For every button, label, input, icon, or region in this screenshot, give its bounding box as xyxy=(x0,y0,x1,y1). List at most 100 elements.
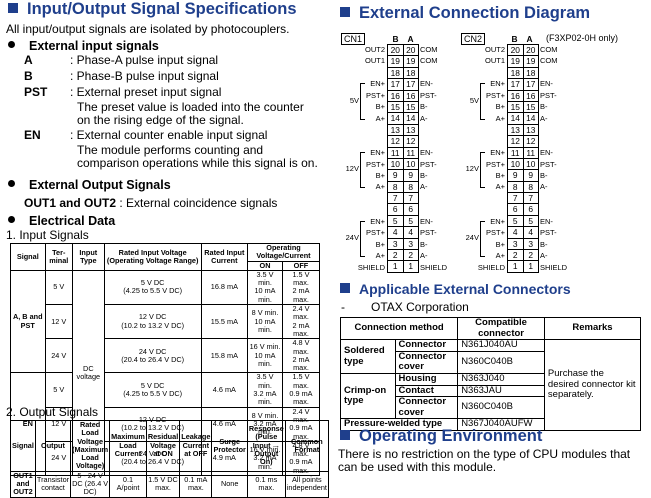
cn1-label: CN1 xyxy=(341,33,366,45)
cell-rated-current: 4.6 mA xyxy=(200,372,249,408)
pin-b: 10 xyxy=(508,158,524,170)
voltage-label-v5: 5V xyxy=(469,95,479,105)
cell-terminal: 5 V xyxy=(44,269,73,306)
pin-b: 2 xyxy=(388,250,404,261)
cell-on: 3.5 V min.3.2 mA min. xyxy=(247,372,283,408)
pin-b: 15 xyxy=(388,101,404,113)
pin-b: 7 xyxy=(388,193,404,204)
th-remarks: Remarks xyxy=(543,316,642,341)
pin-label-en-minus: EN- xyxy=(540,148,553,158)
pin-label-a-minus: A- xyxy=(420,113,428,123)
signal-pst-detail-2: on the rising edge of the signal. xyxy=(77,113,244,127)
cell-out-signal: OUT1 and OUT2 xyxy=(10,470,36,498)
pin-label-a-plus: A+ xyxy=(495,113,505,123)
input-signals-label: 1. Input Signals xyxy=(6,228,89,242)
pin-label-a-minus: A- xyxy=(420,251,428,261)
cell-terminal: 5 V xyxy=(44,372,73,408)
environment-text-1: There is no restriction on the type of C… xyxy=(338,447,631,461)
vendor-line: -OTAX Corporation xyxy=(341,300,469,314)
cell-part-number: N363J040 xyxy=(457,372,545,386)
pin-a: 2 xyxy=(528,250,534,261)
pin-label-out2: OUT2 xyxy=(484,45,505,54)
pin-label-pst-plus: PST+ xyxy=(486,159,505,169)
pin-a: 7 xyxy=(528,193,534,204)
pin-label-out1: OUT1 xyxy=(364,56,385,66)
bullet-icon xyxy=(8,216,15,223)
pin-b: 6 xyxy=(388,204,404,215)
pin-label-a-plus: A+ xyxy=(495,182,505,192)
cell-out-leakage: 0.1 mA max. xyxy=(179,470,213,498)
bracket-line xyxy=(480,220,485,258)
pin-label-b-plus: B+ xyxy=(375,239,385,249)
bracket-line xyxy=(480,152,485,189)
output-signals-label: 2. Output Signals xyxy=(6,405,99,419)
bracket-line xyxy=(480,83,485,120)
pin-b: 7 xyxy=(508,193,524,204)
th-out-rated-load-voltage: Rated Load Voltage (Maximum Load Voltage… xyxy=(70,420,111,472)
pin-label-a-plus: A+ xyxy=(375,251,385,261)
pin-a: 12 xyxy=(526,136,536,147)
pin-a: 5 xyxy=(528,215,534,226)
cell-on: 8 V min.10 mA min. xyxy=(247,304,283,340)
pin-a: 19 xyxy=(526,56,536,67)
signal-group-abpst: A, B and PST xyxy=(10,269,46,374)
pin-label-b-minus: B- xyxy=(540,239,548,249)
th-out-max-load-current: Maximum Load Current xyxy=(109,420,147,472)
pin-label-out1: OUT1 xyxy=(484,56,505,66)
cell-out-response: 0.1 ms max. xyxy=(246,470,286,498)
cell-part-number: N360C040B xyxy=(457,350,545,374)
table-row: OUT1 and OUT2 Transistor contact 5 - 24 … xyxy=(10,470,329,498)
pin-label-b-minus: B- xyxy=(420,102,428,112)
pin-a: 12 xyxy=(406,136,416,147)
heading-electrical-data: Electrical Data xyxy=(8,214,115,228)
cell-part: Connector cover xyxy=(394,396,459,420)
table-row: A, B and PST 5 V DC voltage 5 V DC(4.25 … xyxy=(10,269,321,477)
th-out-surge-protector: Surge Protector xyxy=(211,420,248,472)
pin-label-pst-plus: PST+ xyxy=(366,159,385,169)
pin-a: 3 xyxy=(528,238,534,249)
voltage-label-v12: 12V xyxy=(465,164,479,174)
cell-out-residual: 1.5 V DC max. xyxy=(145,470,181,498)
cell-off: 2.4 V max.2 mA max. xyxy=(281,304,321,340)
signal-en-detail-2: comparison operations while this signal … xyxy=(77,156,318,170)
pin-label-en-plus: EN+ xyxy=(370,216,385,226)
pin-b: 4 xyxy=(508,227,524,238)
cell-method-pressure: Pressure-welded type xyxy=(339,418,459,431)
table-row: Connector cover N360C040B xyxy=(341,396,641,420)
pin-label-en-plus: EN+ xyxy=(490,79,505,89)
signal-pst: PST: External preset input signal xyxy=(24,85,222,99)
cell-on: 3.5 V min.10 mA min. xyxy=(247,269,283,306)
cell-rated-voltage: 12 V DC(10.2 to 13.2 V DC) xyxy=(103,304,202,340)
pin-a: 4 xyxy=(408,227,414,238)
pin-label-com: COM xyxy=(420,56,438,66)
pin-b: 20 xyxy=(508,45,524,56)
cell-on: 16 V min.10 mA min. xyxy=(247,338,283,374)
table-row: EN 5 V 5 V DC(4.25 to 5.5 V DC) 4.6 mA 3… xyxy=(10,372,321,477)
th-off: OFF xyxy=(281,260,321,271)
cn2-label: CN2 xyxy=(461,33,486,45)
cell-part-number: N363JAU xyxy=(457,384,545,398)
cell-part-number: N367J040AUFW xyxy=(457,418,545,431)
pin-label-shield: SHIELD xyxy=(540,262,568,272)
pin-label-a-plus: A+ xyxy=(495,251,505,261)
cell-out-surge: None xyxy=(211,470,248,498)
cell-rated-voltage: 5 V DC(4.25 to 5.5 V DC) xyxy=(103,269,202,306)
th-rated-voltage: Rated Input Voltage (Operating Voltage R… xyxy=(103,243,202,271)
pin-b: 5 xyxy=(508,215,524,227)
pin-b: 14 xyxy=(388,113,404,124)
pin-b: 6 xyxy=(508,204,524,215)
cell-out-current: 0.1 A/point xyxy=(109,470,147,498)
